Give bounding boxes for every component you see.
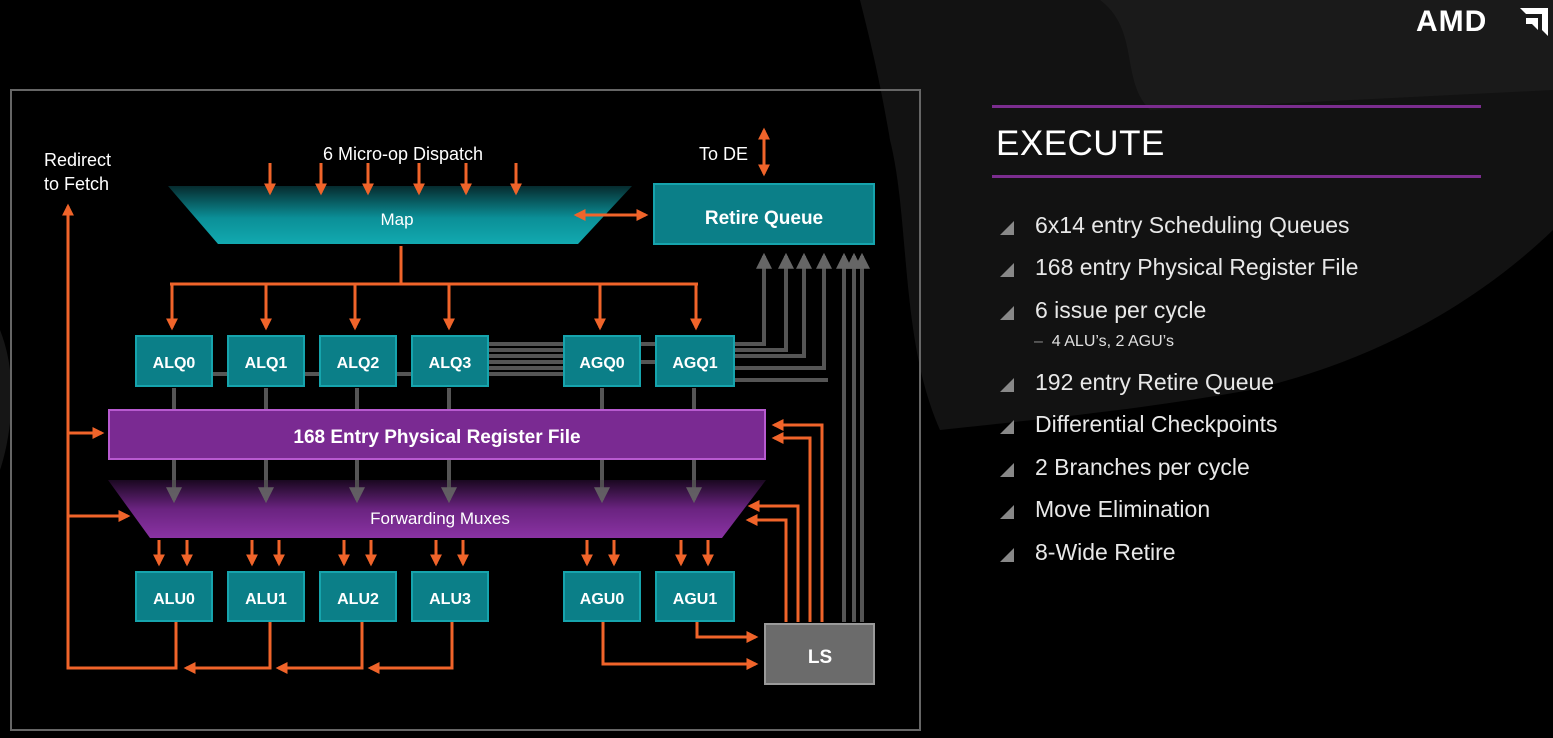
sub-list-item: – 4 ALU’s, 2 AGU’s — [1034, 333, 1174, 351]
unit-label: ALU3 — [429, 591, 471, 608]
bullet-text: 6x14 entry Scheduling Queues — [1035, 212, 1350, 238]
queue-alq2: ALQ2 — [319, 335, 397, 387]
sub-bullet-dash-icon: – — [1034, 333, 1052, 350]
amd-logo: AMD — [1416, 4, 1548, 40]
unit-agu0: AGU0 — [563, 571, 641, 622]
ls-block — [764, 623, 875, 685]
bullet-triangle-icon — [1000, 463, 1014, 477]
bullet-triangle-icon — [1000, 548, 1014, 562]
unit-label: ALU1 — [245, 591, 287, 608]
amd-logo-text: AMD — [1416, 5, 1488, 38]
unit-alu0: ALU0 — [135, 571, 213, 622]
title-rule-top — [992, 105, 1481, 108]
queue-label: ALQ2 — [337, 355, 380, 372]
dispatch-arrows — [264, 163, 522, 196]
unit-alu3: ALU3 — [411, 571, 489, 622]
to-de-label: To DE — [699, 144, 748, 164]
bullet-text: Move Elimination — [1035, 496, 1211, 522]
mux-to-unit-arrows — [153, 540, 714, 567]
bullet-triangle-icon — [1000, 505, 1014, 519]
unit-label: ALU2 — [337, 591, 379, 608]
unit-agu1: AGU1 — [655, 571, 735, 622]
register-file-block — [108, 409, 766, 460]
unit-label: ALU0 — [153, 591, 195, 608]
bullet-text: 6 issue per cycle — [1035, 297, 1207, 323]
redirect-feedback-arrows — [62, 203, 824, 674]
bullet-text: 8-Wide Retire — [1035, 539, 1176, 565]
scheduling-queues: ALQ0 ALQ1 ALQ2 ALQ3 AGQ0 AGQ1 — [135, 335, 735, 387]
diagram-frame — [10, 89, 921, 731]
queue-agq1: AGQ1 — [655, 335, 735, 387]
map-block — [168, 186, 632, 244]
gray-through-regfile — [166, 462, 702, 504]
bullet-triangle-icon — [1000, 263, 1014, 277]
panel-title: EXECUTE — [996, 124, 1165, 163]
forwarding-label: Forwarding Muxes — [370, 509, 510, 528]
bullet-triangle-icon — [1000, 221, 1014, 235]
bullet-text: 168 entry Physical Register File — [1035, 254, 1359, 280]
redirect-label-line1: Redirect — [44, 150, 111, 170]
sub-bullet-text: 4 ALU’s, 2 AGU’s — [1051, 333, 1174, 350]
redirect-label-line2: to Fetch — [44, 174, 109, 194]
retire-queue-block — [653, 183, 875, 245]
unit-alu1: ALU1 — [227, 571, 305, 622]
title-rule-bottom — [992, 175, 1481, 178]
bullet-triangle-icon — [1000, 306, 1014, 320]
bullet-triangle-icon — [1000, 420, 1014, 434]
unit-label: AGU1 — [673, 591, 718, 608]
bullet-text: 192 entry Retire Queue — [1035, 369, 1275, 395]
queue-alq3: ALQ3 — [411, 335, 489, 387]
queue-label: AGQ0 — [579, 355, 624, 372]
map-label: Map — [380, 210, 413, 229]
queue-label: ALQ1 — [245, 355, 288, 372]
retire-queue-label: Retire Queue — [705, 208, 823, 229]
queue-label: ALQ3 — [429, 355, 472, 372]
bullet-triangle-icon — [1000, 378, 1014, 392]
unit-alu2: ALU2 — [319, 571, 397, 622]
execute-diagram: Map 6 Micro-op Dispatch Redirect to Fetc… — [10, 89, 921, 731]
bullet-text: Differential Checkpoints — [1035, 411, 1278, 437]
register-file-label: 168 Entry Physical Register File — [293, 427, 580, 448]
queue-agq0: AGQ0 — [563, 335, 641, 387]
amd-arrow-icon — [1520, 8, 1548, 36]
map-to-queue-arrows — [166, 246, 702, 331]
queue-alq1: ALQ1 — [227, 335, 305, 387]
unit-label: AGU0 — [580, 591, 625, 608]
execution-units: ALU0 ALU1 ALU2 ALU3 AGU0 AGU1 — [135, 571, 735, 622]
bullet-text: 2 Branches per cycle — [1035, 454, 1250, 480]
queue-label: ALQ0 — [153, 355, 196, 372]
ls-label: LS — [808, 647, 832, 668]
dispatch-label: 6 Micro-op Dispatch — [323, 144, 483, 164]
queue-alq0: ALQ0 — [135, 335, 213, 387]
queue-label: AGQ1 — [672, 355, 717, 372]
